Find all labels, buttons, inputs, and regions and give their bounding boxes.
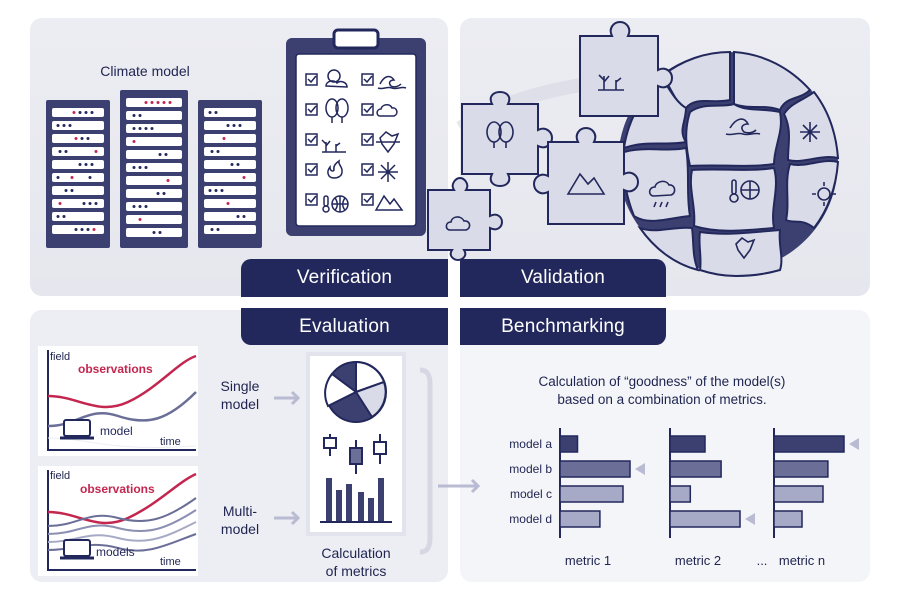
ellipsis: ... <box>757 553 768 568</box>
band-verification: Verification <box>241 259 448 297</box>
bar <box>669 435 706 453</box>
pie-chart-icon <box>324 360 387 423</box>
laptop-icon <box>60 539 94 560</box>
bar <box>669 485 692 503</box>
category-label: model b <box>509 462 552 476</box>
series-label: metric n <box>779 553 825 568</box>
plot1-model-label: model <box>100 424 133 438</box>
multi-model-label: Multi- model <box>220 503 260 537</box>
plot1-ylabel: field <box>50 351 71 363</box>
goodness-label: Calculation of “goodness” of the model(s… <box>538 374 786 407</box>
bar <box>559 510 601 528</box>
bar <box>773 460 829 478</box>
series-label: metric 2 <box>675 553 721 568</box>
bracket-arrow <box>419 367 481 555</box>
plot2-xlabel: time <box>160 556 181 568</box>
category-label: model d <box>509 512 552 526</box>
single-model-plot <box>38 346 198 456</box>
climate-puzzle-illustration <box>427 20 840 278</box>
bar-chart-icon <box>320 478 392 523</box>
bar <box>559 460 631 478</box>
bar <box>773 510 803 528</box>
bar <box>559 435 579 453</box>
band-evaluation: Evaluation <box>241 308 448 345</box>
globe-icon <box>618 50 840 278</box>
calc-metrics-label: Calculation of metrics <box>321 545 391 579</box>
boxplot-icon <box>323 434 387 474</box>
plot2-model-label: models <box>96 545 135 559</box>
arrows <box>274 390 301 526</box>
single-model-label: Single model <box>220 378 260 412</box>
plot1-xlabel: time <box>160 436 181 448</box>
plot1-obs-label: observations <box>78 362 153 376</box>
benchmark-chart: model a model b model c model d metric 1 met… <box>509 428 859 568</box>
category-label: model a <box>509 437 552 451</box>
best-marker <box>849 438 859 450</box>
bar <box>559 485 624 503</box>
multi-model-plot <box>38 466 198 576</box>
bar <box>669 460 722 478</box>
bar <box>773 435 845 453</box>
series-label: metric 1 <box>565 553 611 568</box>
band-validation: Validation <box>460 259 666 297</box>
server-rack-illustration <box>46 28 426 248</box>
band-benchmarking: Benchmarking <box>460 308 666 345</box>
plot2-obs-label: observations <box>80 482 155 496</box>
category-label: model c <box>510 487 552 501</box>
best-marker <box>745 513 755 525</box>
best-marker <box>635 463 645 475</box>
bar <box>669 510 741 528</box>
climate-model-title: Climate model <box>100 63 190 79</box>
metrics-card <box>306 352 406 536</box>
laptop-icon <box>60 419 94 440</box>
plot2-ylabel: field <box>50 470 71 482</box>
bar <box>773 485 824 503</box>
